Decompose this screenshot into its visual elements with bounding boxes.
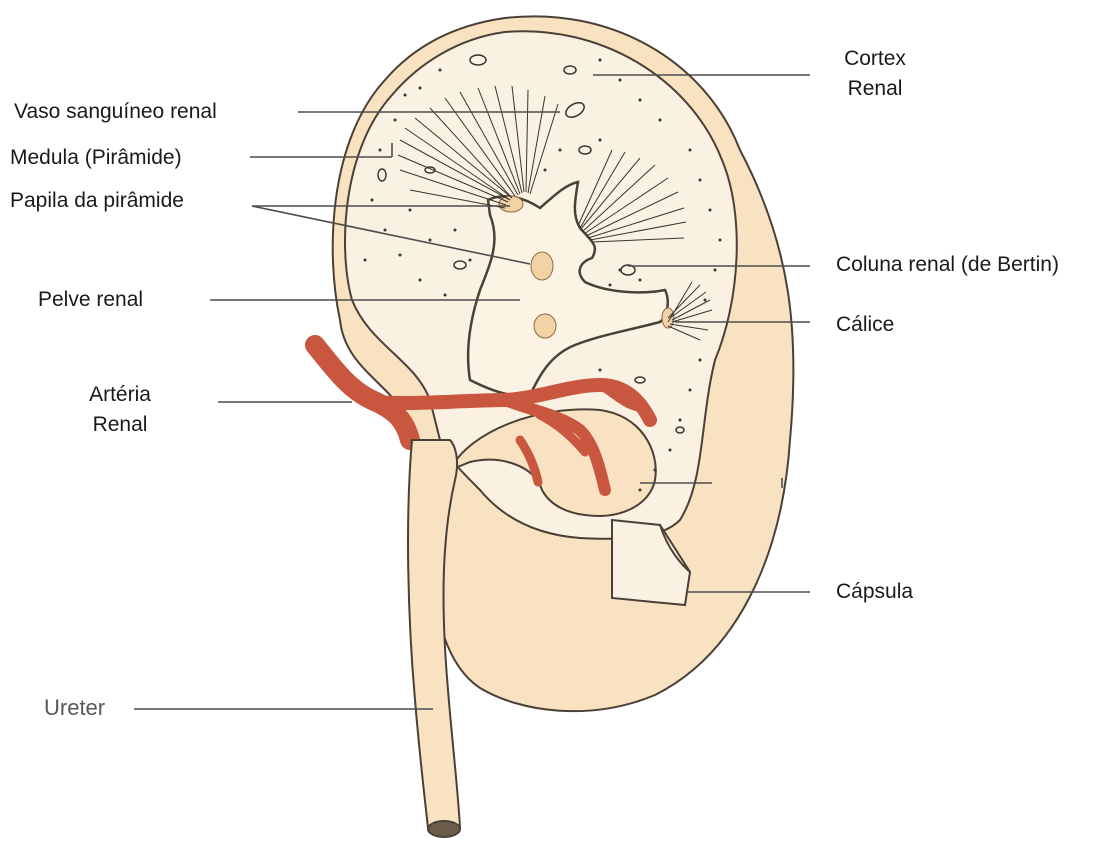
label-ureter: Ureter (44, 693, 105, 723)
label-cortex-renal: Cortex Renal (830, 44, 920, 104)
papilla-1 (531, 252, 553, 280)
ureter-opening (428, 821, 460, 837)
label-arteria-line1: Artéria (70, 380, 170, 410)
papilla-2 (534, 314, 556, 338)
label-calice: Cálice (836, 310, 894, 340)
label-vaso-sanguineo: Vaso sanguíneo renal (14, 97, 217, 127)
label-arteria-line2: Renal (70, 410, 170, 440)
label-capsula: Cápsula (836, 577, 913, 607)
label-papila: Papila da pirâmide (10, 186, 184, 216)
label-arteria-renal: Artéria Renal (70, 380, 170, 440)
label-pelve-renal: Pelve renal (38, 285, 143, 315)
label-cortex-line1: Cortex (830, 44, 920, 74)
label-coluna-renal: Coluna renal (de Bertin) (836, 250, 1059, 280)
label-medula: Medula (Pirâmide) (10, 143, 182, 173)
label-cortex-line2: Renal (830, 74, 920, 104)
